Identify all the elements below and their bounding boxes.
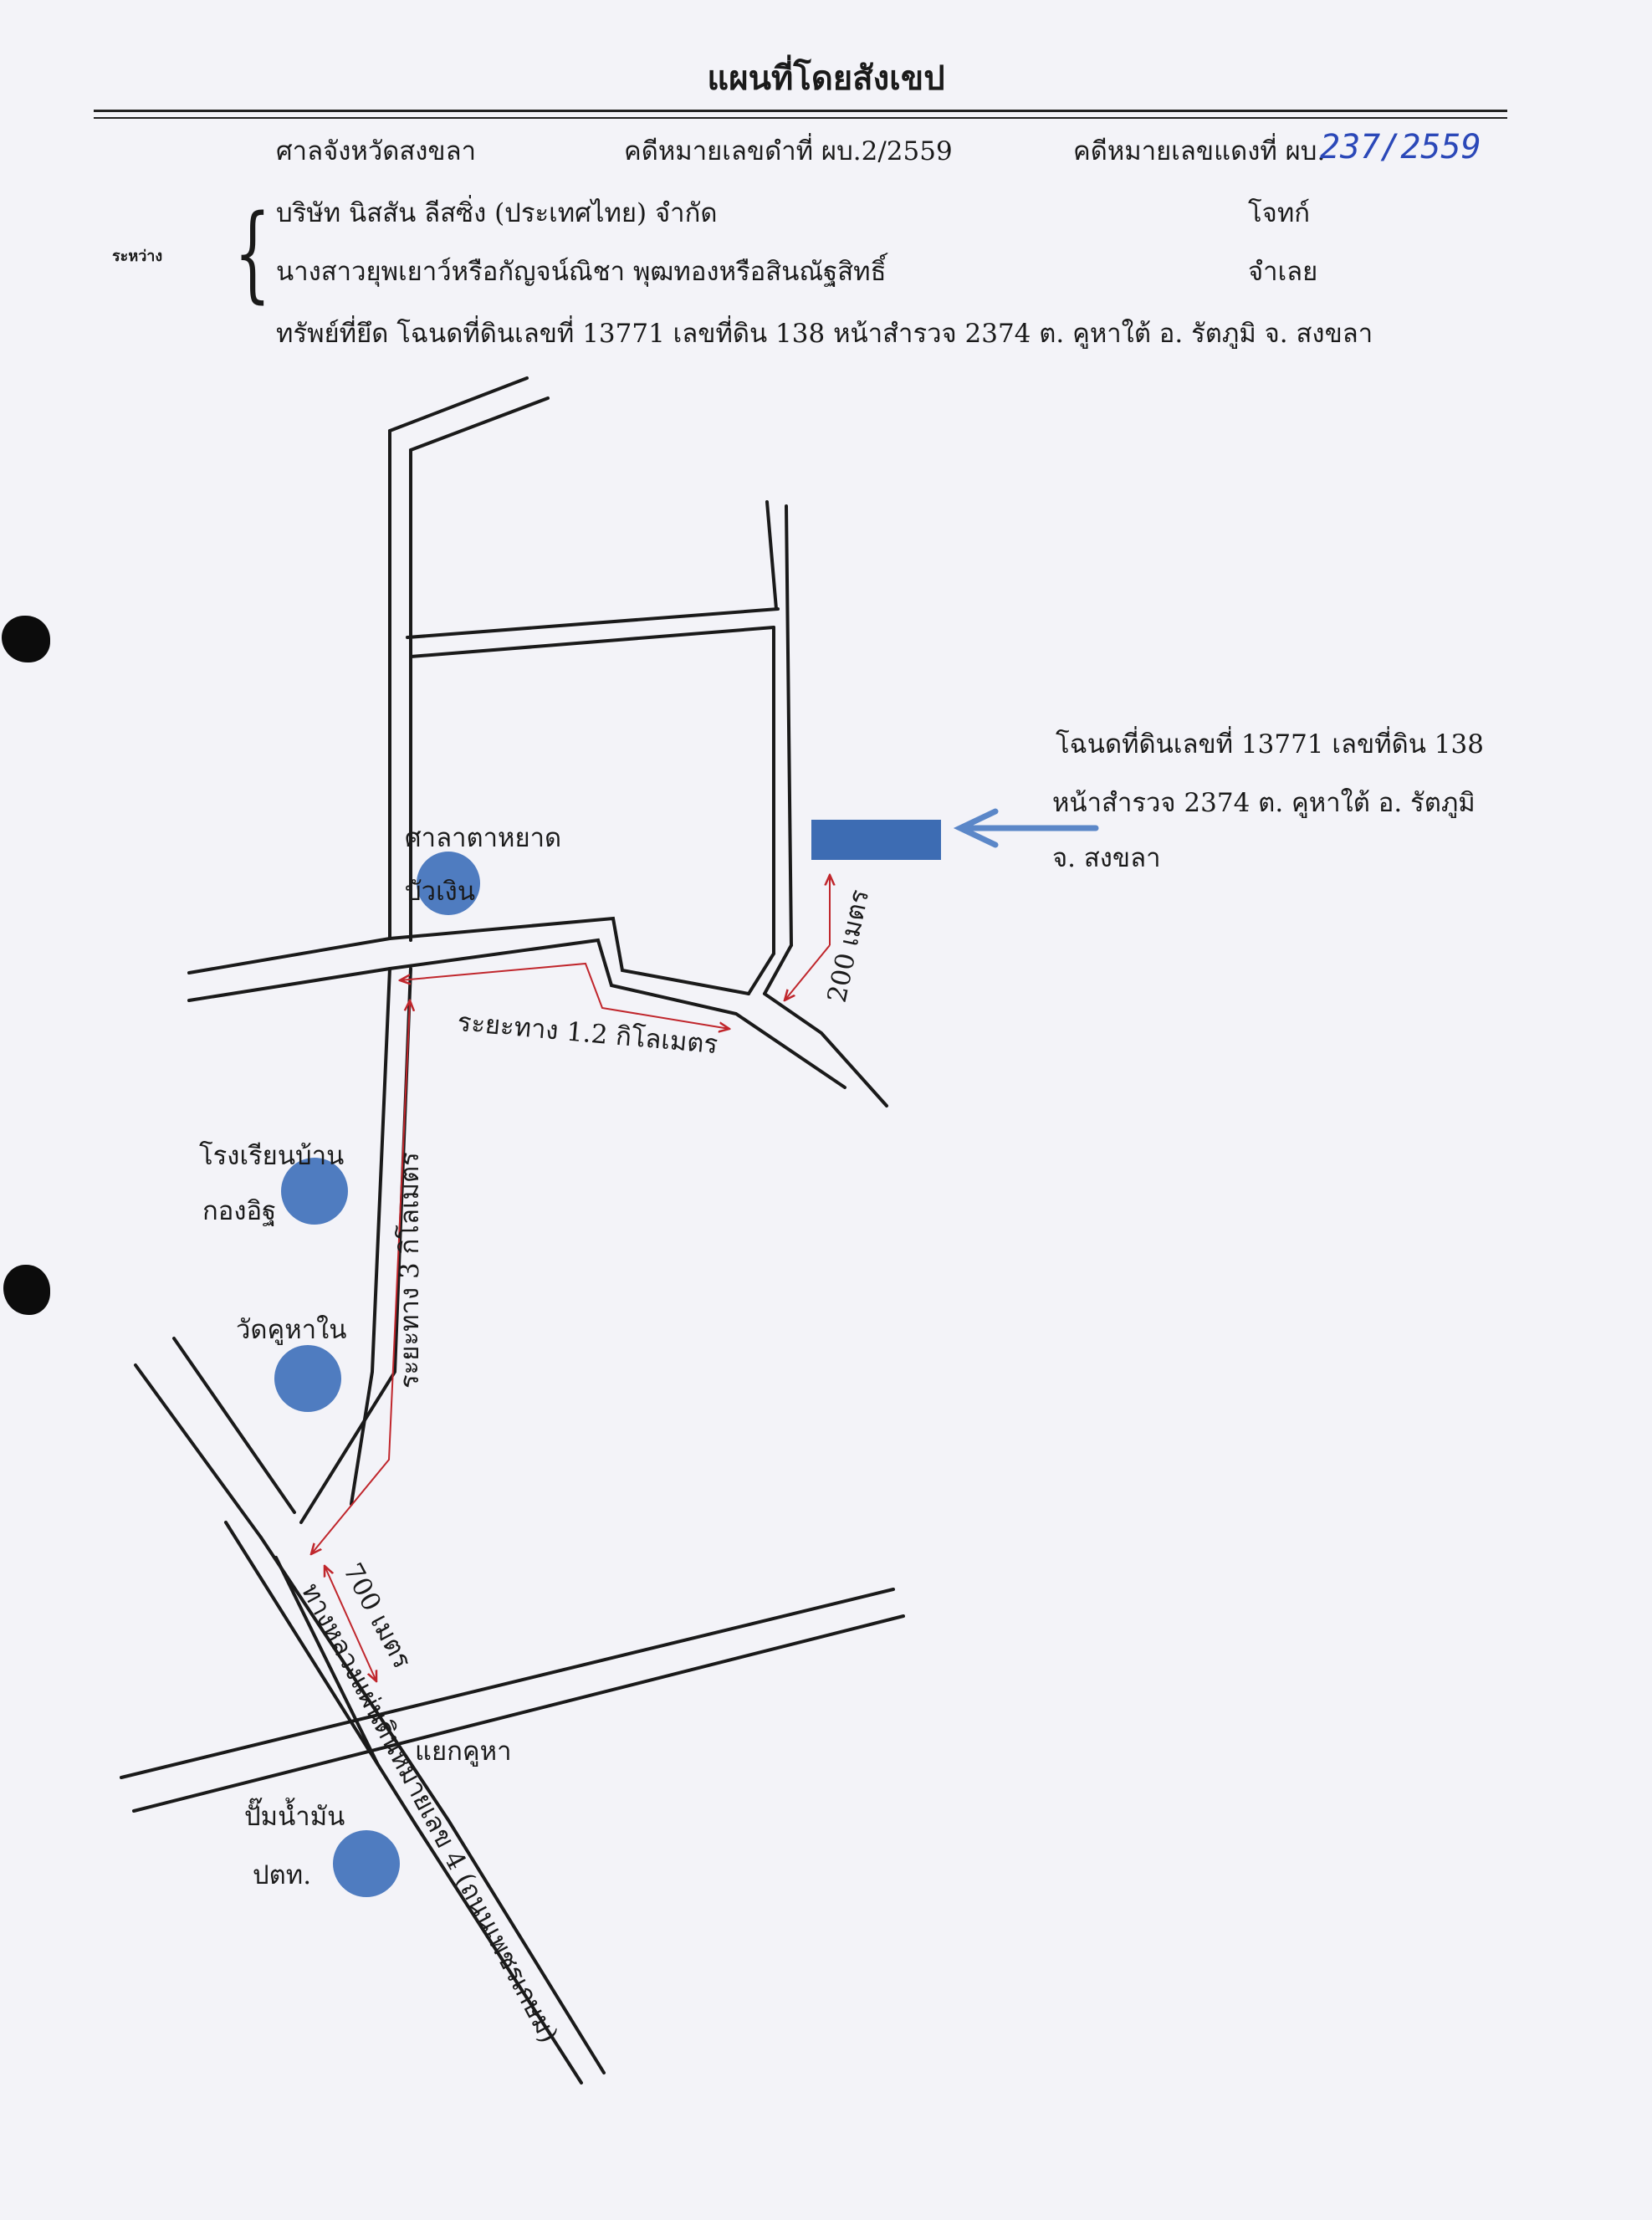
road-east-branch-north <box>747 952 775 995</box>
road-north-west <box>388 376 529 432</box>
defendant-role: จำเลย <box>1248 257 1318 287</box>
gas-station-label-2: ปตท. <box>253 1860 311 1890</box>
distance-1-2km-label: ระยะทาง 1.2 กิโลเมตร <box>456 1007 719 1060</box>
document-title: แผนที่โดยสังเขป <box>707 59 945 98</box>
road-crossroad-junction-bottom <box>132 1614 905 1813</box>
arrow-200m-diag <box>785 944 831 1000</box>
road-east-branch-south <box>763 944 793 995</box>
target-label-line-1: โฉนดที่ดินเลขที่ 13771 เลขที่ดิน 138 <box>1056 726 1484 760</box>
defendant-name: นางสาวยุพเยาว์หรือกัญจน์ณิชา พุฒทองหรือส… <box>276 257 887 287</box>
school-label-1: โรงเรียนบ้าน <box>199 1141 344 1171</box>
distance-3km-label: ระยะทาง 3 กิโลเมตร <box>395 1152 425 1389</box>
arrow-3km <box>311 1000 410 1554</box>
road-cross-east-extra <box>763 992 888 1107</box>
distance-arrows <box>311 875 830 1681</box>
target-plot-marker <box>811 820 941 860</box>
plaintiff-name: บริษัท นิสสัน ลีสซิ่ง (ประเทศไทย) จำกัด <box>276 198 718 228</box>
title-rule-thin <box>94 117 1507 119</box>
punch-hole-bottom <box>3 1265 50 1315</box>
arrow-700m <box>325 1566 376 1681</box>
road-highway-east <box>259 1536 606 2074</box>
road-crossroad-junction-top <box>120 1588 895 1779</box>
pavilion-label-2: บัวเงิน <box>405 877 475 907</box>
temple-landmark-icon <box>274 1345 341 1412</box>
road-network <box>120 376 905 2084</box>
school-label-2: กองอิฐ <box>202 1196 276 1226</box>
punch-hole-top <box>2 616 50 662</box>
red-case-label: คดีหมายเลขแดงที่ ผบ. <box>1073 136 1326 166</box>
school-landmark-icon <box>281 1158 348 1225</box>
temple-label: วัดคูหาใน <box>236 1315 346 1345</box>
between-label: ระหว่าง <box>112 248 163 265</box>
road-crossroad-north <box>187 916 750 995</box>
target-label-line-3: จ. สงขลา <box>1052 843 1161 873</box>
road-crossroad-south <box>187 938 846 1089</box>
road-wat-branch-west <box>134 1363 263 1539</box>
plaintiff-role: โจทก์ <box>1248 198 1311 228</box>
pavilion-landmark-icon <box>417 852 480 915</box>
brace-symbol: { <box>234 192 271 314</box>
road-east-west <box>765 500 778 611</box>
title-rule-thick <box>94 110 1507 112</box>
road-wat-branch-east <box>172 1337 296 1514</box>
road-lower-west <box>350 967 391 1506</box>
junction-label: แยกคูหา <box>415 1737 512 1767</box>
road-upper-connector-bottom <box>409 626 775 658</box>
gas-station-landmark-icon <box>333 1830 400 1897</box>
arrow-1-2km <box>400 962 729 1029</box>
pavilion-label-1: ศาลาตาหยาด <box>405 823 561 853</box>
target-label-line-2: หน้าสำรวจ 2374 ต. คูหาใต้ อ. รัตภูมิ <box>1052 788 1476 818</box>
road-north-east <box>409 396 550 452</box>
gas-station-label-1: ปั๊มน้ำมัน <box>244 1798 345 1832</box>
seized-asset: ทรัพย์ที่ยึด โฉนดที่ดินเลขที่ 13771 เลขท… <box>276 319 1373 349</box>
road-east-east <box>785 504 793 947</box>
red-case-number-handwritten: 237/2559 <box>1320 128 1481 166</box>
court-name: ศาลจังหวัดสงขลา <box>276 136 477 166</box>
target-pointer-arrow <box>953 808 1099 848</box>
road-upper-connector-top <box>406 607 780 639</box>
road-highway-west <box>224 1521 583 2084</box>
black-case-number: คดีหมายเลขดำที่ ผบ.2/2559 <box>624 136 953 166</box>
